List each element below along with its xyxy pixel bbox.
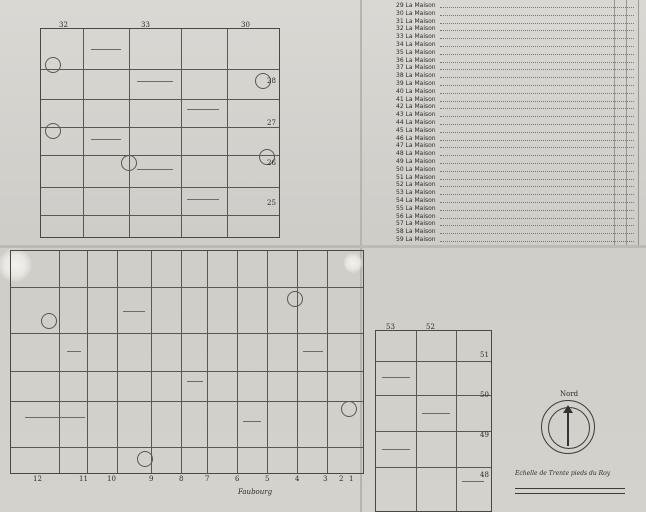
legend-entry: 31 La Maison xyxy=(396,18,634,28)
parcel-number: 12 xyxy=(33,475,42,483)
legend-entry: 44 La Maison xyxy=(396,119,634,129)
parcel-number: 1 xyxy=(349,475,354,483)
parcel-number: 9 xyxy=(149,475,154,483)
legend-entry: 47 La Maison xyxy=(396,142,634,152)
legend-entry: 50 La Maison xyxy=(396,166,634,176)
block-upper-left: 32 33 30 28 27 26 25 xyxy=(40,21,280,238)
legend-entry: 36 La Maison xyxy=(396,57,634,67)
fold-crease-vertical xyxy=(360,0,362,512)
legend-entry: 54 La Maison xyxy=(396,197,634,207)
parcel-number: 49 xyxy=(480,431,489,439)
legend-entry: 58 La Maison xyxy=(396,228,634,238)
legend-entry: 38 La Maison xyxy=(396,72,634,82)
legend-entry: 43 La Maison xyxy=(396,111,634,121)
parcel-number: 6 xyxy=(235,475,240,483)
legend-entry: 51 La Maison xyxy=(396,174,634,184)
parcel-number: 10 xyxy=(107,475,116,483)
legend-entry: 33 La Maison xyxy=(396,33,634,43)
legend-rule xyxy=(638,0,639,245)
scale-bar xyxy=(515,488,625,494)
paper-damage xyxy=(0,248,32,282)
parcel-number: 25 xyxy=(267,199,276,207)
legend-entry: 57 La Maison xyxy=(396,220,634,230)
parcel-number: 32 xyxy=(59,21,68,29)
parcel-number: 11 xyxy=(79,475,88,483)
legend-entry: 49 La Maison xyxy=(396,158,634,168)
legend-entry: 40 La Maison xyxy=(396,88,634,98)
parcel-number: 8 xyxy=(179,475,184,483)
compass-north-label: Nord xyxy=(560,390,579,398)
legend-entry: 46 La Maison xyxy=(396,135,634,145)
parcel-number: 5 xyxy=(265,475,270,483)
legend-entry: 39 La Maison xyxy=(396,80,634,90)
legend-entry: 48 La Maison xyxy=(396,150,634,160)
parcel-number: 27 xyxy=(267,119,276,127)
legend-entry: 42 La Maison xyxy=(396,103,634,113)
legend-entry: 52 La Maison xyxy=(396,181,634,191)
parcel-number: 26 xyxy=(267,159,276,167)
parcel-number: 48 xyxy=(480,471,489,479)
legend-entry: 56 La Maison xyxy=(396,213,634,223)
parcel-number: 51 xyxy=(480,351,489,359)
block-lower-right: 53 52 51 50 49 48 xyxy=(375,323,492,512)
fold-crease-horizontal xyxy=(0,245,646,248)
compass-rose-icon xyxy=(541,400,595,454)
parcel-number: 3 xyxy=(323,475,328,483)
legend-entry: 37 La Maison xyxy=(396,64,634,74)
parcel-number: 30 xyxy=(241,21,250,29)
parcel-number: 53 xyxy=(386,323,395,331)
parcel-number: 2 xyxy=(339,475,344,483)
legend-entry: 53 La Maison xyxy=(396,189,634,199)
legend-entry: 41 La Maison xyxy=(396,96,634,106)
legend-entry: 35 La Maison xyxy=(396,49,634,59)
legend-entry: 55 La Maison xyxy=(396,205,634,215)
legend-entry: 34 La Maison xyxy=(396,41,634,51)
legend-rule xyxy=(626,0,627,245)
scale-note: Echelle de Trente pieds du Roy xyxy=(515,470,611,477)
legend-entry: 32 La Maison xyxy=(396,25,634,35)
parcel-number: 33 xyxy=(141,21,150,29)
legend-entry: 59 La Maison xyxy=(396,236,634,246)
parcel-number: 50 xyxy=(480,391,489,399)
parcel-number: 4 xyxy=(295,475,300,483)
parcel-number: 7 xyxy=(205,475,210,483)
parcel-number: 52 xyxy=(426,323,435,331)
legend-entry: 29 La Maison xyxy=(396,2,634,12)
paper-damage xyxy=(344,252,362,274)
parcel-number: 28 xyxy=(267,77,276,85)
legend-rule xyxy=(614,0,615,245)
legend-entry: 45 La Maison xyxy=(396,127,634,137)
legend-entry: 30 La Maison xyxy=(396,10,634,20)
street-label: Faubourg xyxy=(238,488,273,496)
